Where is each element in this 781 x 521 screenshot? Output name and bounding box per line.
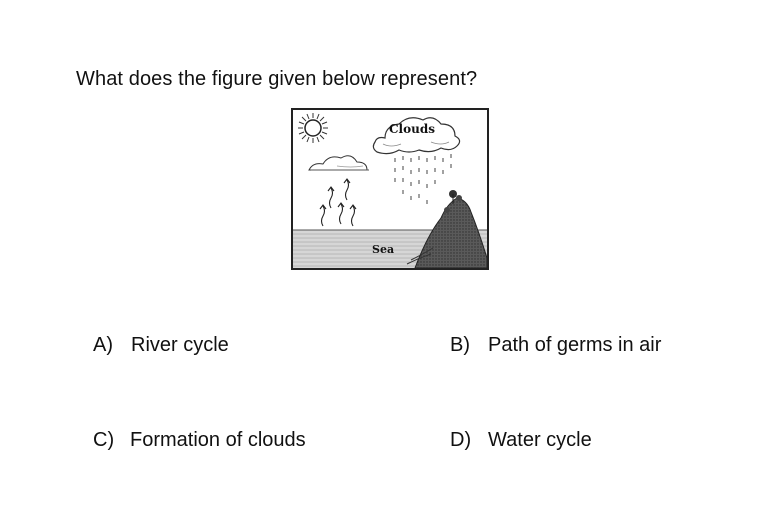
evaporation-arrows — [319, 178, 357, 227]
tree-icon — [444, 190, 462, 213]
option-c-letter: C) — [93, 429, 115, 451]
clouds-label: Clouds — [389, 122, 435, 136]
option-d-text: Water cycle — [488, 429, 592, 451]
rain-drops — [394, 154, 452, 204]
rain-cloud-icon — [372, 117, 461, 155]
option-c[interactable]: C) Formation of clouds — [93, 429, 306, 452]
sea-label: Sea — [372, 243, 394, 256]
option-a[interactable]: A) River cycle — [93, 334, 229, 357]
option-b-text: Path of germs in air — [488, 334, 662, 356]
small-cloud-icon — [308, 155, 369, 171]
option-c-text: Formation of clouds — [130, 429, 306, 451]
question-text: What does the figure given below represe… — [76, 68, 478, 90]
sun-icon — [298, 113, 328, 143]
option-d[interactable]: D) Water cycle — [450, 429, 592, 452]
option-d-letter: D) — [450, 429, 472, 451]
option-b-letter: B) — [450, 334, 470, 356]
option-a-letter: A) — [93, 334, 113, 356]
option-a-text: River cycle — [131, 334, 229, 356]
water-cycle-figure: Clouds — [291, 108, 489, 270]
option-b[interactable]: B) Path of germs in air — [450, 334, 661, 357]
